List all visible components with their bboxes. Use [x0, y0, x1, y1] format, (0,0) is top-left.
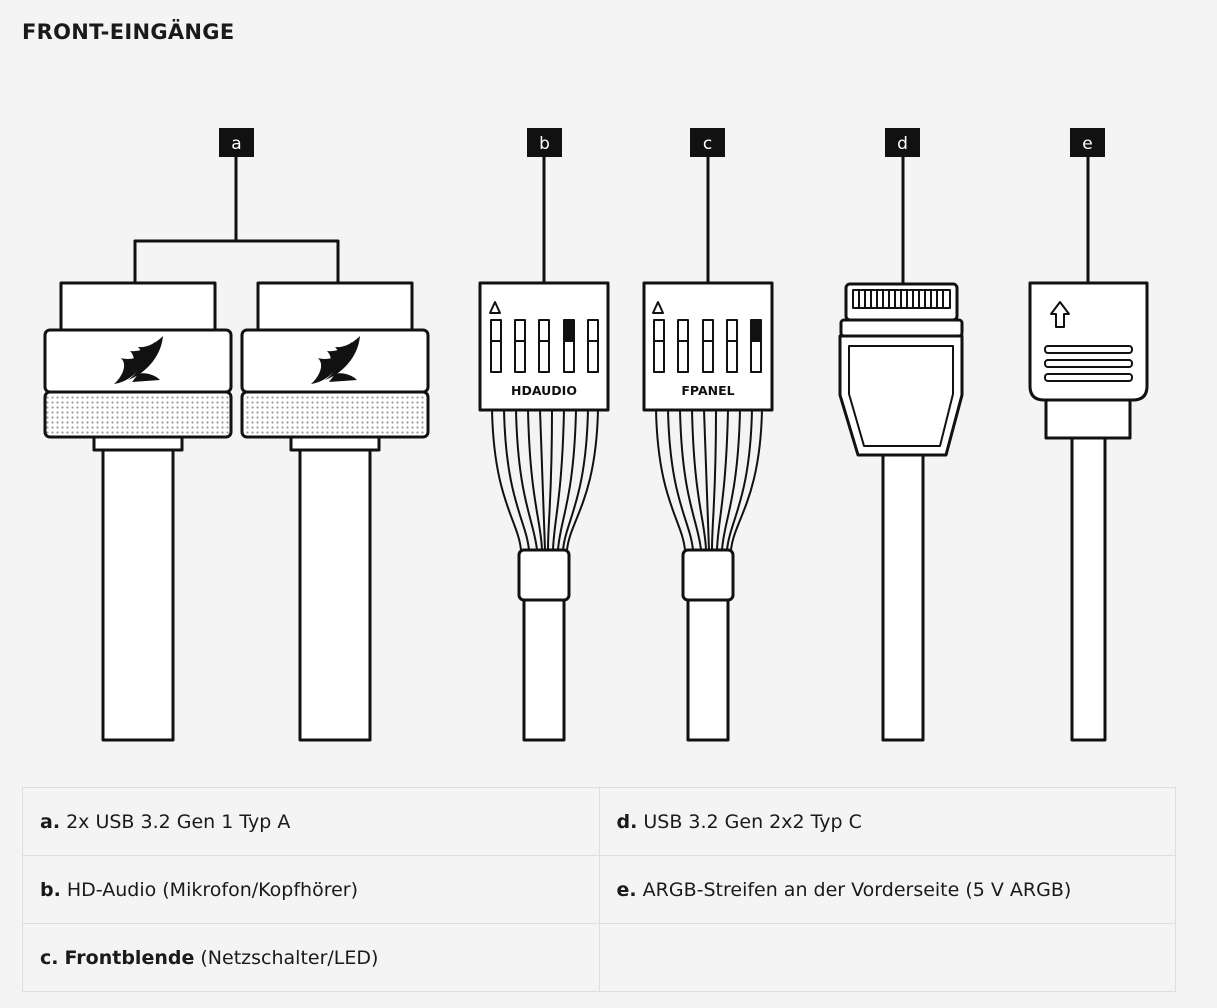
- usb-c-internal-connector: [838, 154, 964, 742]
- hdaudio-label: HDAUDIO: [511, 383, 577, 398]
- front-connectors-diagram: HDAUDIO FPANEL a b c d e: [43, 128, 1149, 742]
- badge-d-label: d: [897, 134, 908, 154]
- badge-c-label: c: [703, 134, 712, 154]
- legend-cell-c: c. Frontblende (Netzschalter/LED): [22, 923, 600, 992]
- legend-text-c: (Netzschalter/LED): [200, 946, 379, 969]
- legend-text-d: USB 3.2 Gen 2x2 Typ C: [643, 810, 862, 833]
- badge-a-label: a: [231, 134, 241, 154]
- legend-row: c. Frontblende (Netzschalter/LED): [22, 923, 1176, 992]
- legend-table: a. 2x USB 3.2 Gen 1 Typ A d. USB 3.2 Gen…: [22, 787, 1176, 992]
- argb-connector: [1028, 154, 1149, 742]
- legend-row: b. HD-Audio (Mikrofon/Kopfhörer) e. ARGB…: [22, 855, 1176, 924]
- fpanel-connector: [642, 154, 774, 742]
- legend-letter-c: c.: [40, 946, 59, 969]
- bracket-a: [133, 239, 340, 285]
- legend-letter-b: b.: [40, 878, 61, 901]
- usb-a-connectors: [43, 154, 430, 742]
- legend-letter-d: d.: [616, 810, 638, 833]
- legend-letter-e: e.: [616, 878, 637, 901]
- badge-e: e: [1070, 128, 1105, 157]
- badge-e-label: e: [1082, 134, 1092, 154]
- badge-a: a: [219, 128, 254, 157]
- corsair-sails-logo-icon: [114, 336, 163, 384]
- badge-d: d: [885, 128, 920, 157]
- badge-c: c: [690, 128, 725, 157]
- legend-cell-a: a. 2x USB 3.2 Gen 1 Typ A: [22, 787, 600, 856]
- legend-text-e: ARGB-Streifen an der Vorderseite (5 V AR…: [642, 878, 1072, 901]
- legend-row: a. 2x USB 3.2 Gen 1 Typ A d. USB 3.2 Gen…: [22, 787, 1176, 856]
- legend-cell-empty: [598, 923, 1176, 992]
- page-title: FRONT-EINGÄNGE: [22, 20, 235, 44]
- legend-bold-text-c: Frontblende: [64, 946, 195, 969]
- legend-text-a: 2x USB 3.2 Gen 1 Typ A: [66, 810, 291, 833]
- legend-cell-d: d. USB 3.2 Gen 2x2 Typ C: [598, 787, 1176, 856]
- legend-cell-e: e. ARGB-Streifen an der Vorderseite (5 V…: [598, 855, 1176, 924]
- legend-letter-a: a.: [40, 810, 61, 833]
- fpanel-label: FPANEL: [681, 383, 734, 398]
- up-arrow-icon: [1050, 301, 1070, 328]
- hdaudio-connector: [478, 154, 610, 742]
- legend-cell-b: b. HD-Audio (Mikrofon/Kopfhörer): [22, 855, 600, 924]
- legend-text-b: HD-Audio (Mikrofon/Kopfhörer): [66, 878, 358, 901]
- badge-b-label: b: [539, 134, 550, 154]
- badge-b: b: [527, 128, 562, 157]
- corsair-sails-logo-icon: [311, 336, 360, 384]
